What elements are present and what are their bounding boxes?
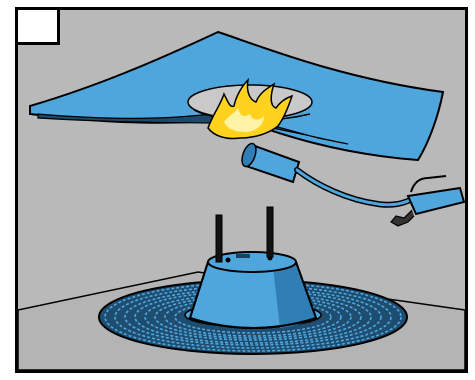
illustration-frame [15, 7, 468, 373]
flame-icon [207, 77, 294, 140]
installation-illustration [18, 30, 465, 370]
vent-pipe-right [266, 206, 274, 258]
step-number-badge [18, 10, 60, 45]
gas-torch-icon [241, 142, 465, 227]
vent-pipe-left [215, 214, 223, 263]
roof-vent-body [188, 251, 318, 329]
